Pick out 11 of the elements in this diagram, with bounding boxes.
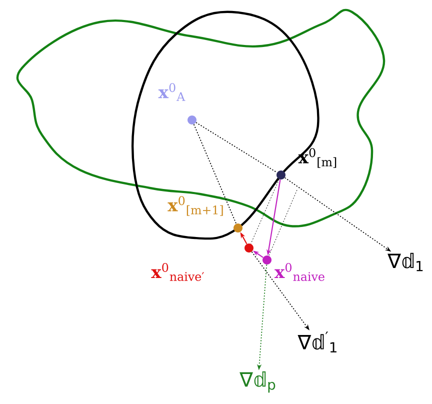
dashed-line [196, 122, 278, 173]
dashed-line [268, 190, 298, 256]
gradient-label: ∇𝕕$^{′}$1 [298, 332, 336, 352]
dashed-line [193, 124, 237, 224]
gradient-label: ∇𝕕$_{1}$ [388, 252, 423, 272]
gradient-label: ∇𝕕$_{p}$ [240, 371, 276, 393]
point-label: x$^{0}$naive′ [151, 263, 204, 282]
point-label: x$^{0}$naive [274, 263, 324, 282]
point-label: x$^{0}$A [158, 83, 186, 101]
dashed-line [250, 179, 280, 244]
point-label: x$^{0}$[m+1] [168, 196, 223, 216]
